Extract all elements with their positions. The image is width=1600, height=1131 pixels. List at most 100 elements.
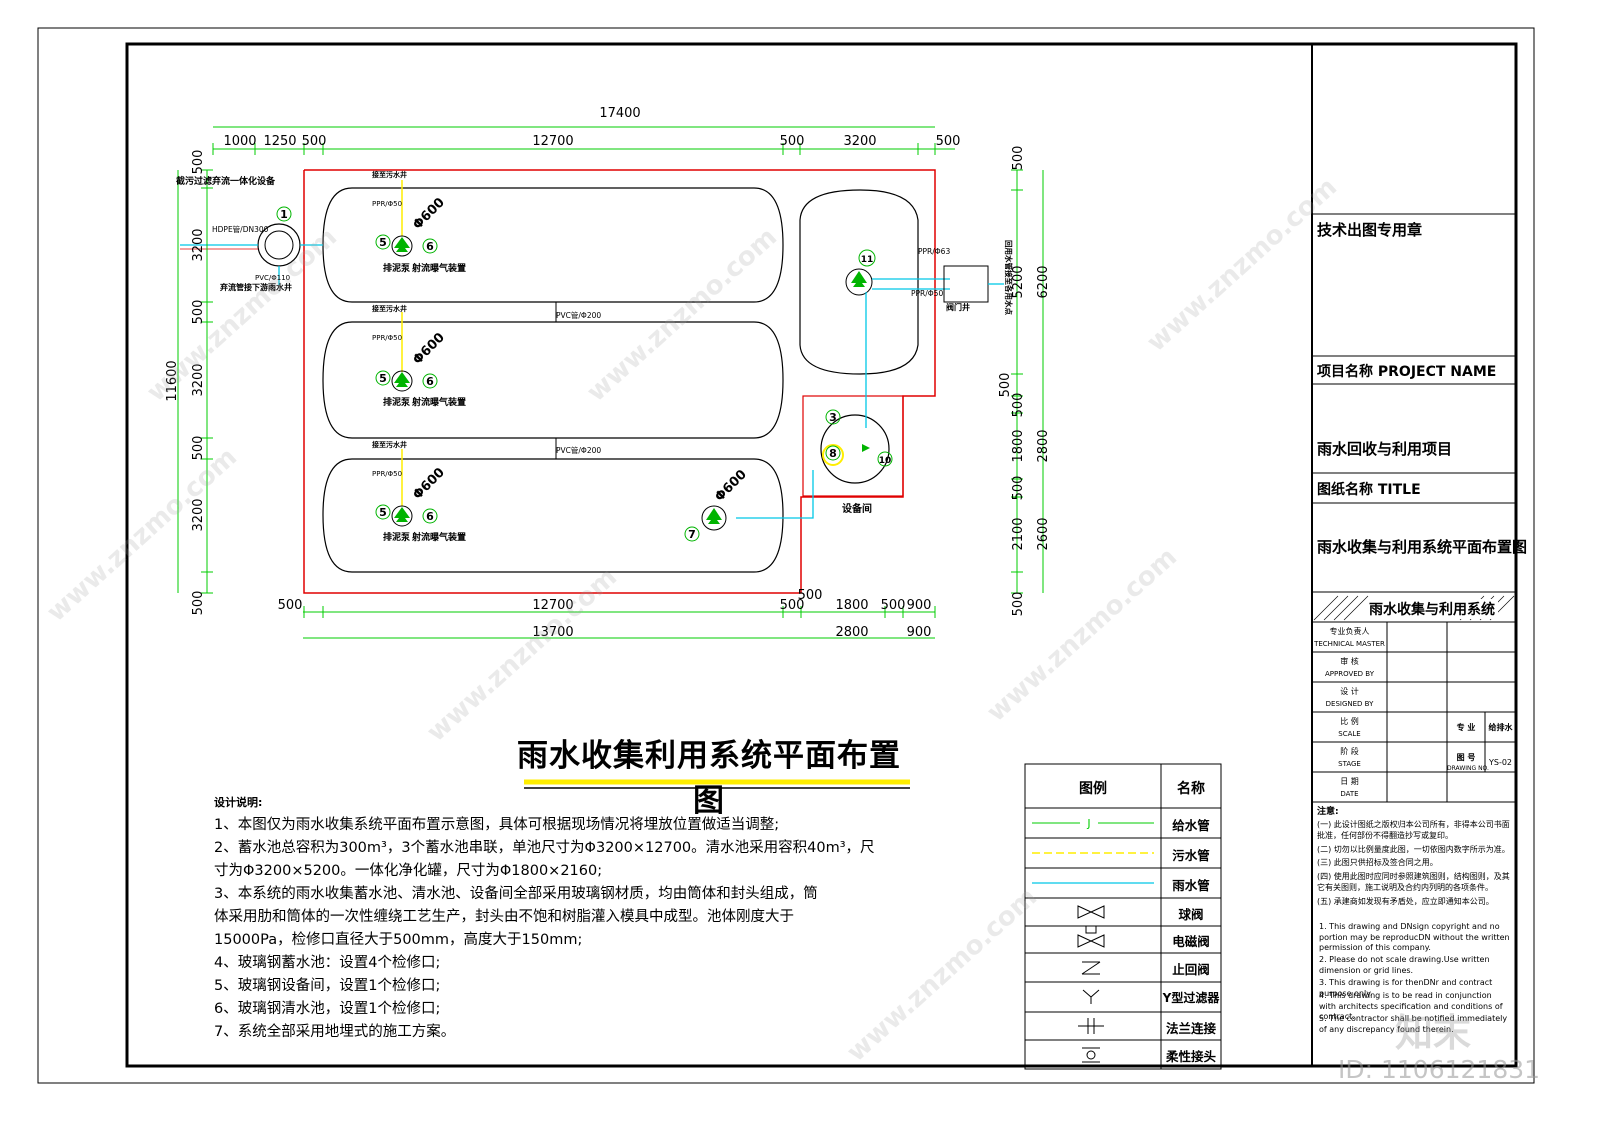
role-cn: 专业负责人 xyxy=(1329,627,1370,636)
svg-text:Φ600: Φ600 xyxy=(410,465,448,503)
tb-note-en: 2. Please do not scale drawing.Use writt… xyxy=(1319,955,1490,975)
svg-text:500: 500 xyxy=(780,134,805,149)
purifier-tank xyxy=(820,414,890,484)
dim-top-total: 17400 xyxy=(599,106,640,121)
clear-tank-pump xyxy=(845,268,873,296)
svg-text:500: 500 xyxy=(1011,592,1026,617)
svg-text:射流曝气装置: 射流曝气装置 xyxy=(411,396,466,408)
svg-text:1250: 1250 xyxy=(263,134,296,149)
svg-text:500: 500 xyxy=(191,591,206,616)
legend-item: 污水管 xyxy=(1172,848,1210,863)
svg-text:3200: 3200 xyxy=(191,228,206,261)
svg-text:PPR/Φ50: PPR/Φ50 xyxy=(372,334,402,342)
svg-text:接至污水井: 接至污水井 xyxy=(372,304,407,313)
legend-item: 给水管 xyxy=(1172,818,1210,833)
notes-line: 15000Pa，检修口直径大于500mm，高度大于150mm; xyxy=(214,932,583,948)
legend-item: 法兰连接 xyxy=(1165,1021,1216,1036)
tb-note-en: 1. This drawing and DNsign copyright and… xyxy=(1319,922,1510,952)
tb-note-cn: (五) 承建商如发现有矛盾处，应立即通知本公司。 xyxy=(1317,897,1494,906)
svg-text:13700: 13700 xyxy=(532,625,573,640)
role-cn: 审 核 xyxy=(1340,657,1359,666)
design-notes: 设计说明: 1、本图仅为雨水收集系统平面布置示意图，具体可根据现场情况将埋放位置… xyxy=(214,796,875,1044)
drawing-no-label: 图 号 xyxy=(1456,753,1476,762)
svg-text:6: 6 xyxy=(426,510,434,523)
equipment-room-box xyxy=(802,395,904,497)
svg-text:2800: 2800 xyxy=(1036,429,1051,462)
role-cn: 设 计 xyxy=(1340,687,1359,696)
role-cn: 比 例 xyxy=(1340,717,1359,726)
boundary-line xyxy=(303,169,936,594)
svg-text:Φ600: Φ600 xyxy=(712,467,750,505)
svg-text:射流曝气装置: 射流曝气装置 xyxy=(411,262,466,274)
svg-text:500: 500 xyxy=(881,598,906,613)
svg-text:500: 500 xyxy=(998,373,1013,398)
svg-text:设备间: 设备间 xyxy=(842,502,872,515)
svg-text:500: 500 xyxy=(278,598,303,613)
svg-text:12700: 12700 xyxy=(532,598,573,613)
svg-text:排泥泵: 排泥泵 xyxy=(383,396,411,408)
drawing-title-label: 图纸名称 TITLE xyxy=(1317,482,1421,498)
stamp-label: 技术出图专用章 xyxy=(1317,221,1423,239)
svg-text:900: 900 xyxy=(907,625,932,640)
svg-text:10: 10 xyxy=(879,456,892,466)
pump-marker-3 xyxy=(391,505,413,527)
legend-item: 球阀 xyxy=(1178,907,1204,922)
svg-text:5200: 5200 xyxy=(1011,265,1026,298)
svg-text:3200: 3200 xyxy=(191,498,206,531)
outer-frame xyxy=(37,27,1535,1084)
inner-frame xyxy=(125,42,1518,1068)
role-en: DATE xyxy=(1340,790,1359,798)
svg-text:1800: 1800 xyxy=(835,598,868,613)
svg-text:接至污水井: 接至污水井 xyxy=(372,170,407,179)
role-en: DESIGNED BY xyxy=(1325,700,1374,708)
lift-pipe xyxy=(736,470,814,519)
project-name-label: 项目名称 PROJECT NAME xyxy=(1317,364,1497,380)
notes-line: 1、本图仅为雨水收集系统平面布置示意图，具体可根据现场情况将埋放位置做适当调整; xyxy=(214,817,780,833)
tb-note-en: 3. This drawing is for thenDNr and contr… xyxy=(1319,978,1493,998)
svg-text:接至污水井: 接至污水井 xyxy=(372,440,407,449)
svg-text:排泥泵: 排泥泵 xyxy=(383,531,411,543)
discipline-value: 给排水 xyxy=(1488,723,1513,732)
filter-device-label: 截污过滤弃流一体化设备 xyxy=(176,175,276,187)
svg-text:5: 5 xyxy=(379,372,387,385)
svg-text:500: 500 xyxy=(1011,393,1026,418)
role-en: STAGE xyxy=(1338,760,1361,768)
svg-text:PVC管/Φ200: PVC管/Φ200 xyxy=(556,310,601,320)
svg-text:2100: 2100 xyxy=(1011,517,1026,550)
title-block-grid xyxy=(1312,213,1516,803)
svg-text:PVC管/Φ200: PVC管/Φ200 xyxy=(556,445,601,455)
notes-line: 7、系统全部采用地埋式的施工方案。 xyxy=(214,1024,456,1040)
notes-line: 6、玻璃钢清水池，设置1个检修口; xyxy=(214,1001,441,1017)
tb-notes-heading: 注意: xyxy=(1317,807,1339,817)
svg-text:11: 11 xyxy=(861,255,874,265)
svg-text:射流曝气装置: 射流曝气装置 xyxy=(411,531,466,543)
legend-item: 止回阀 xyxy=(1172,962,1210,977)
notes-line: 4、玻璃钢蓄水池：设置4个检修口; xyxy=(214,955,441,971)
legend-item: 柔性接头 xyxy=(1165,1049,1216,1064)
svg-text:J: J xyxy=(1086,817,1090,830)
svg-text:500: 500 xyxy=(1011,146,1026,171)
clear-water-tank xyxy=(799,189,919,375)
legend-item: 雨水管 xyxy=(1172,878,1210,893)
svg-text:500: 500 xyxy=(780,598,805,613)
legend-header-symbol: 图例 xyxy=(1079,781,1107,797)
svg-text:3200: 3200 xyxy=(843,134,876,149)
tb-note-cn: (一) 此设计图纸之版权归本公司所有，非得本公司书面批准，任何部份不得翻造抄写或… xyxy=(1317,820,1510,840)
svg-text:阀门井: 阀门井 xyxy=(946,302,970,312)
tb-note-en: 5. The contractor shall be notified imme… xyxy=(1319,1014,1508,1034)
tb-note-cn: (三) 此图只供招标及签合同之用。 xyxy=(1317,858,1438,867)
role-en: TECHNICAL MASTER xyxy=(1314,640,1385,648)
legend-header-name: 名称 xyxy=(1177,781,1205,797)
role-en: SCALE xyxy=(1338,730,1361,738)
drawing-title-value: 雨水收集与利用系统平面布置图 xyxy=(1317,538,1528,556)
svg-text:8: 8 xyxy=(829,447,837,460)
svg-text:6200: 6200 xyxy=(1036,265,1051,298)
notes-line: 2、蓄水池总容积为300m³，3个蓄水池串联，单池尺寸为Φ3200×12700。… xyxy=(214,840,875,856)
svg-text:Φ600: Φ600 xyxy=(410,195,448,233)
svg-text:Φ600: Φ600 xyxy=(410,330,448,368)
svg-text:5: 5 xyxy=(379,236,387,249)
tb-note-cn: (四) 使用此图时应同时参照建筑图则，结构图则，及其它有关图则，施工说明及合约内… xyxy=(1317,872,1510,892)
svg-text:5: 5 xyxy=(379,506,387,519)
svg-text:2600: 2600 xyxy=(1036,517,1051,550)
legend-table xyxy=(1024,763,1222,1070)
